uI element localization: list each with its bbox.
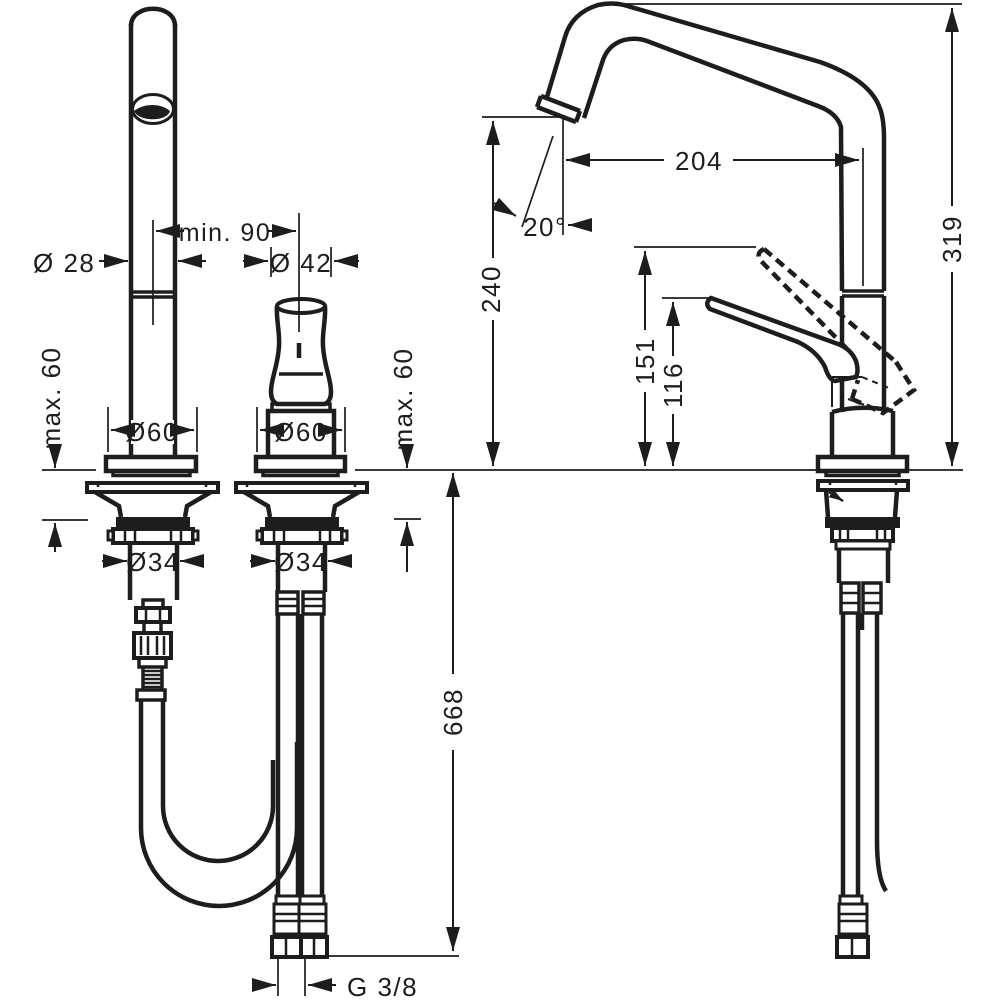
spout-shank: [127, 543, 180, 600]
dim-body-diameter: Ø 42: [270, 248, 332, 278]
supply-hoses: [275, 614, 325, 903]
side-handle: [705, 246, 918, 457]
aerator-opening: [134, 105, 170, 120]
dim-shank-diameter-left: Ø34: [126, 547, 180, 577]
dim-handle-raised-height: 151: [630, 337, 660, 385]
dim-overall-height: 319: [937, 215, 967, 263]
dim-handle-rest-height: 116: [658, 362, 688, 408]
front-view: Ø 28 min. 90 Ø 42 max. 60 max. 60: [33, 6, 468, 1000]
dim-outlet-angle: 20°: [523, 212, 567, 242]
valve-column: [234, 297, 369, 959]
side-escutcheon: [815, 454, 910, 474]
dim-base-diameter-right: Ø60: [274, 417, 328, 447]
mounting-flange: [85, 481, 220, 494]
dim-outlet-height: 240: [476, 265, 506, 313]
side-dimensions: 204 20° 240 151 116 319: [476, 8, 967, 466]
dim-supply-thread: G 3/8: [347, 972, 418, 1000]
side-hoses: [840, 613, 888, 896]
seal-ring: [116, 517, 190, 529]
front-dimensions: Ø 28 min. 90 Ø 42 max. 60 max. 60: [33, 213, 468, 1000]
connection-hose-loop: [138, 700, 166, 828]
valve-escutcheon: [253, 454, 348, 474]
handle-raised-dashed: [756, 246, 918, 416]
side-base: [815, 454, 910, 959]
dim-spout-diameter: Ø 28: [33, 248, 95, 278]
handle-top: [275, 297, 327, 315]
handle-lever: [705, 295, 860, 384]
dim-deck-max-right: max. 60: [388, 348, 418, 451]
spout-column: [85, 6, 300, 909]
side-view: 204 20° 240 151 116 319: [355, 1, 967, 959]
spout-escutcheon: [103, 454, 199, 474]
valve-shank: [275, 543, 328, 592]
dim-spout-reach: 204: [675, 146, 723, 176]
dim-base-diameter-left: Ø60: [125, 417, 179, 447]
dim-min-distance: min. 90: [179, 219, 271, 247]
dim-shank-diameter-right: Ø34: [274, 547, 328, 577]
dim-deck-max-left: max. 60: [36, 347, 66, 450]
dim-hose-length: 668: [438, 688, 468, 736]
